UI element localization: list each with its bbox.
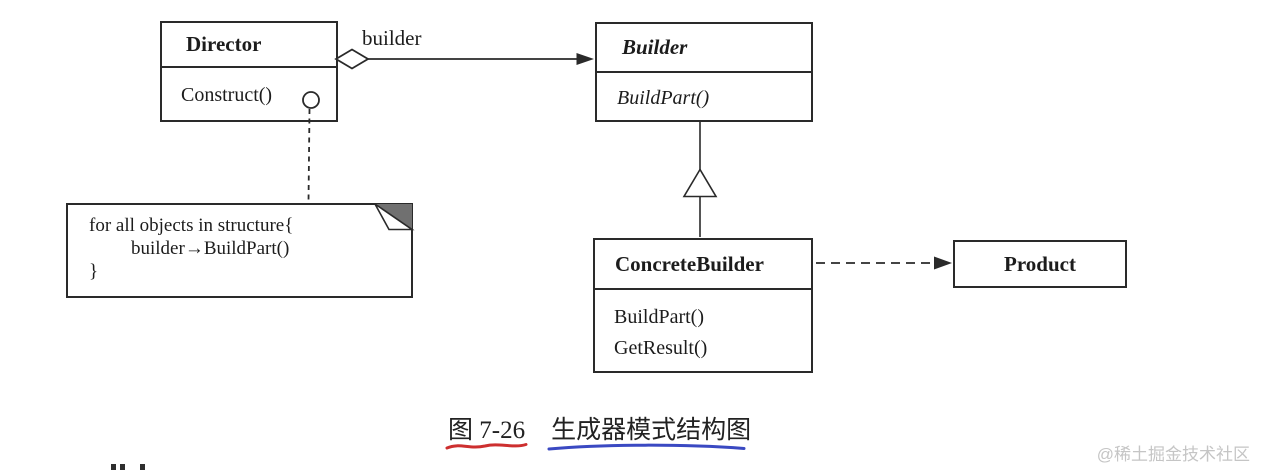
association-arrowhead-icon	[576, 53, 594, 65]
inheritance-triangle-icon	[682, 167, 718, 198]
class-box-product: Product	[953, 240, 1127, 288]
cut-off-glyph	[111, 464, 116, 470]
class-box-builder: Builder BuildPart()	[595, 22, 813, 122]
aggregation-diamond-icon	[334, 48, 370, 70]
class-method-buildpart-abstract: BuildPart()	[617, 87, 710, 109]
class-name-builder: Builder	[597, 24, 811, 73]
class-method-buildpart: BuildPart()	[614, 306, 704, 328]
association-label: builder	[362, 26, 422, 50]
note-line-3: }	[89, 261, 99, 282]
class-name-concrete-builder: ConcreteBuilder	[595, 240, 811, 290]
class-box-director: Director Construct()	[160, 21, 338, 122]
figure-caption: 图 7-26 生成器模式结构图	[448, 410, 751, 446]
class-name-product: Product	[1004, 251, 1076, 276]
note-anchor-dashed-line	[307, 108, 311, 203]
cut-off-glyph	[140, 464, 145, 470]
dependency-arrowhead-icon	[934, 256, 952, 270]
cut-off-glyph	[120, 464, 125, 470]
note-line-1: for all objects in structure{	[89, 215, 294, 236]
class-method-getresult: GetResult()	[614, 337, 708, 359]
cut-off-text-fragment	[111, 464, 151, 470]
class-method-construct: Construct()	[181, 84, 273, 106]
figure-title: 生成器模式结构图	[551, 417, 752, 444]
note-box: for all objects in structure{ builder→Bu…	[66, 203, 413, 298]
watermark: @稀土掘金技术社区	[1096, 445, 1250, 464]
figure-label: 图 7-26	[448, 417, 526, 444]
class-name-director: Director	[162, 23, 336, 68]
note-line-2: builder→BuildPart()	[131, 238, 290, 259]
class-box-concrete-builder: ConcreteBuilder BuildPart() GetResult()	[593, 238, 813, 373]
